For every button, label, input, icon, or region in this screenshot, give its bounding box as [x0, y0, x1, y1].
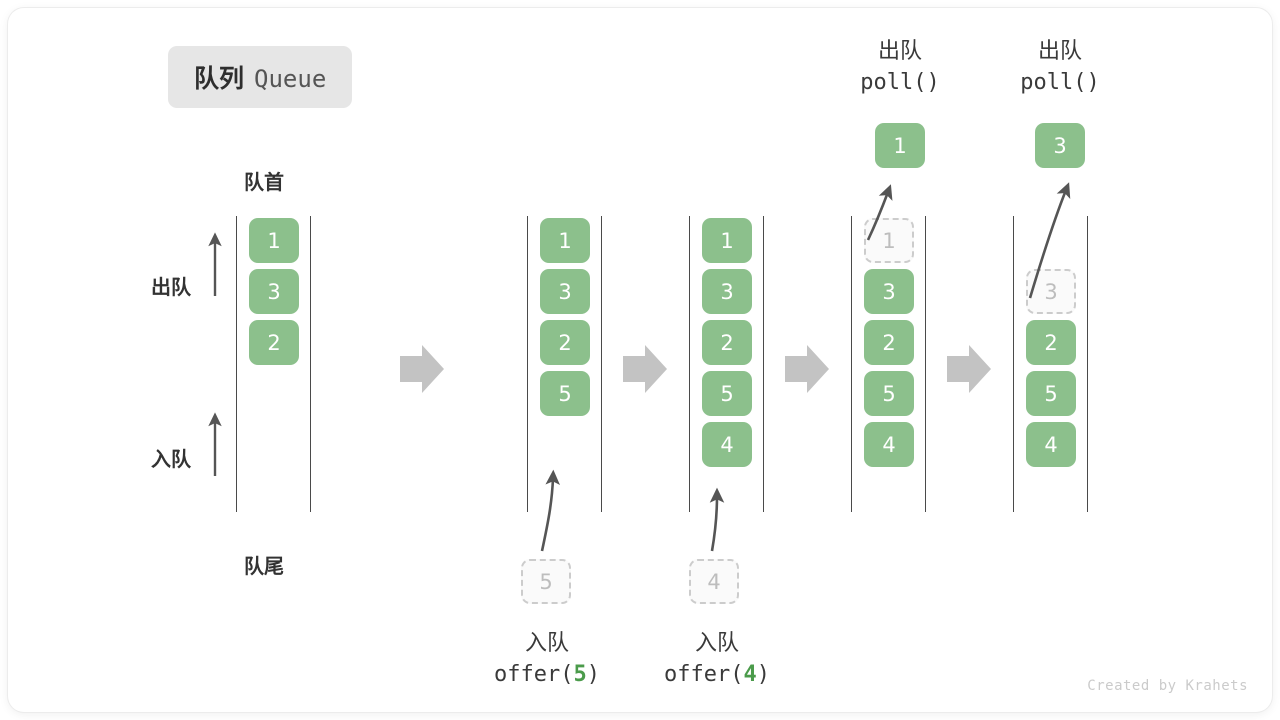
op-label-poll-1: 出队 poll(): [810, 36, 990, 98]
step-arrow-icon-1: [400, 345, 444, 393]
dequeue-side-label: 出队: [151, 275, 191, 299]
queue-cell: 1: [249, 218, 299, 263]
queue-cells-3: 1 3 2 5 4: [696, 218, 758, 473]
title-cn: 队列: [194, 64, 245, 93]
incoming-cell-2: 5: [521, 559, 571, 604]
tail-label: 队尾: [244, 554, 284, 578]
queue-cell: 3: [249, 269, 299, 314]
op-code-suffix: ): [1086, 70, 1100, 96]
step-arrow-icon-2: [623, 345, 667, 393]
op-code: poll(): [970, 67, 1150, 98]
op-cn: 入队: [524, 631, 569, 656]
op-code-suffix: ): [756, 662, 770, 688]
queue-rail-right: [601, 216, 602, 512]
queue-column-4: 1 3 2 5 4: [851, 216, 927, 512]
queue-cell: 5: [540, 371, 590, 416]
queue-cell: 2: [249, 320, 299, 365]
queue-cell: 3: [1026, 269, 1076, 314]
outgoing-cell-5: 3: [1035, 123, 1085, 168]
queue-rail-right: [1087, 216, 1088, 512]
queue-cell: 5: [1026, 371, 1076, 416]
diagram-card: 队列 Queue 队首 队尾 出队 入队 1 3 2 1 3 2 5 5 入队 offer…: [8, 8, 1272, 712]
op-label-offer-5: 入队 offer(5): [457, 628, 637, 690]
queue-cell: 2: [702, 320, 752, 365]
queue-cell: 4: [702, 422, 752, 467]
queue-rail-right: [763, 216, 764, 512]
queue-cell: 3: [864, 269, 914, 314]
queue-cell: 1: [864, 218, 914, 263]
queue-rail-left: [689, 216, 690, 512]
op-code-prefix: poll(: [860, 70, 927, 96]
queue-cell: 4: [864, 422, 914, 467]
queue-cell: 1: [702, 218, 752, 263]
op-code: poll(): [810, 67, 990, 98]
head-label: 队首: [244, 170, 284, 194]
title-en: Queue: [254, 65, 327, 93]
op-code-prefix: offer(: [494, 662, 574, 688]
queue-column-1: 1 3 2: [236, 216, 312, 512]
op-cn: 出队: [1037, 39, 1082, 64]
queue-cell: 5: [864, 371, 914, 416]
queue-rail-left: [527, 216, 528, 512]
queue-cell: 5: [702, 371, 752, 416]
queue-cell: 2: [540, 320, 590, 365]
queue-rail-right: [925, 216, 926, 512]
queue-cells-4: 1 3 2 5 4: [858, 218, 920, 473]
op-code-num: 4: [743, 662, 757, 688]
enqueue-side-label: 入队: [151, 447, 191, 471]
incoming-cell-3: 4: [689, 559, 739, 604]
op-cn: 出队: [877, 39, 922, 64]
op-label-offer-4: 入队 offer(4): [627, 628, 807, 690]
queue-rail-right: [310, 216, 311, 512]
queue-column-3: 1 3 2 5 4: [689, 216, 765, 512]
op-code-prefix: offer(: [664, 662, 744, 688]
queue-rail-left: [236, 216, 237, 512]
step-arrow-icon-3: [785, 345, 829, 393]
queue-rail-left: [1013, 216, 1014, 512]
op-code: offer(4): [627, 659, 807, 690]
queue-cell: 3: [540, 269, 590, 314]
op-code-suffix: ): [926, 70, 940, 96]
queue-cells-1: 1 3 2: [243, 218, 305, 371]
diagram-title-badge: 队列 Queue: [168, 46, 353, 108]
queue-cell: 2: [864, 320, 914, 365]
op-cn: 入队: [694, 631, 739, 656]
op-label-poll-3: 出队 poll(): [970, 36, 1150, 98]
op-code-suffix: ): [586, 662, 600, 688]
queue-column-5: 3 2 5 4: [1013, 216, 1089, 512]
op-code-prefix: poll(: [1020, 70, 1087, 96]
queue-cell: [1026, 218, 1076, 263]
queue-cell: 2: [1026, 320, 1076, 365]
queue-cells-5: 3 2 5 4: [1020, 218, 1082, 473]
step-arrow-icon-4: [947, 345, 991, 393]
queue-column-2: 1 3 2 5: [527, 216, 603, 512]
credit-text: Created by Krahets: [1087, 678, 1248, 694]
queue-cell: 1: [540, 218, 590, 263]
queue-rail-left: [851, 216, 852, 512]
queue-cell: 4: [1026, 422, 1076, 467]
queue-cells-2: 1 3 2 5: [534, 218, 596, 422]
outgoing-cell-4: 1: [875, 123, 925, 168]
op-code: offer(5): [457, 659, 637, 690]
queue-cell: 3: [702, 269, 752, 314]
op-code-num: 5: [573, 662, 587, 688]
